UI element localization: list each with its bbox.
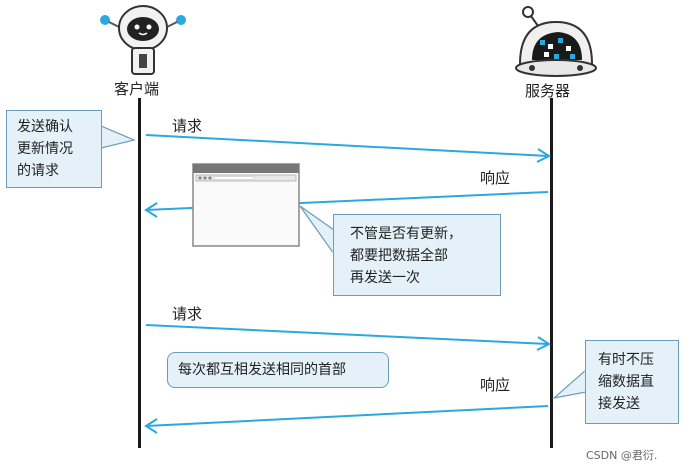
middle-note-line: 都要把数据全部 (350, 245, 500, 267)
middle-note: 不管是否有更新， 都要把数据全部 再发送一次 (333, 214, 501, 296)
request1-arrow (146, 135, 548, 156)
right-note-line: 缩数据直 (598, 371, 678, 393)
request2-label: 请求 (172, 303, 202, 324)
request2-arrow (146, 325, 548, 344)
left-note-line: 发送确认 (17, 116, 101, 138)
middle-note-line: 再发送一次 (350, 267, 500, 289)
bottom-note-text: 每次都互相发送相同的首部 (178, 359, 388, 381)
right-note: 有时不压 缩数据直 接发送 (585, 340, 679, 424)
response2-arrow (146, 406, 548, 426)
left-note-line: 更新情况 (17, 138, 101, 160)
request1-label: 请求 (172, 115, 202, 136)
middle-note-line: 不管是否有更新， (350, 223, 500, 245)
left-note-pointer (101, 126, 134, 148)
left-note: 发送确认 更新情况 的请求 (6, 110, 102, 188)
response1-label: 响应 (480, 167, 510, 188)
response2-label: 响应 (480, 374, 510, 395)
browser-window-icon (192, 163, 300, 247)
bottom-note: 每次都互相发送相同的首部 (167, 352, 389, 388)
left-note-line: 的请求 (17, 160, 101, 182)
right-note-line: 接发送 (598, 393, 678, 415)
right-note-line: 有时不压 (598, 349, 678, 371)
watermark-text: CSDN @君衍. (586, 447, 657, 463)
right-note-pointer (554, 370, 586, 398)
middle-note-pointer (300, 206, 334, 254)
